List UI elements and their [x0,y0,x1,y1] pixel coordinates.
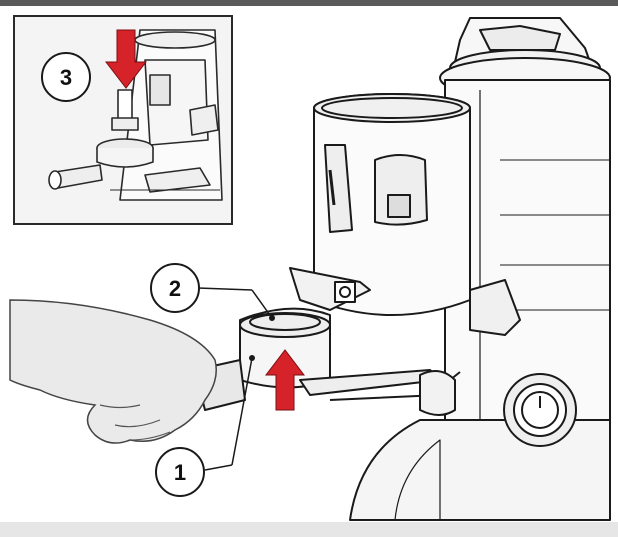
up-arrow-icon [264,349,306,411]
callout-2-leader [197,287,253,291]
inset-panel: 3 [13,15,233,225]
callout-3: 3 [41,52,91,102]
grinder-body [194,17,611,521]
callout-3-label: 3 [60,65,72,90]
callout-1: 1 [155,447,205,497]
bottom-band [0,522,618,537]
callout-1-label: 1 [174,460,186,485]
down-arrow-icon [104,29,148,89]
hand [9,299,217,444]
top-border [0,0,618,6]
callout-2: 2 [150,263,200,313]
callout-1-leader [231,357,253,466]
callout-2-label: 2 [169,276,181,301]
